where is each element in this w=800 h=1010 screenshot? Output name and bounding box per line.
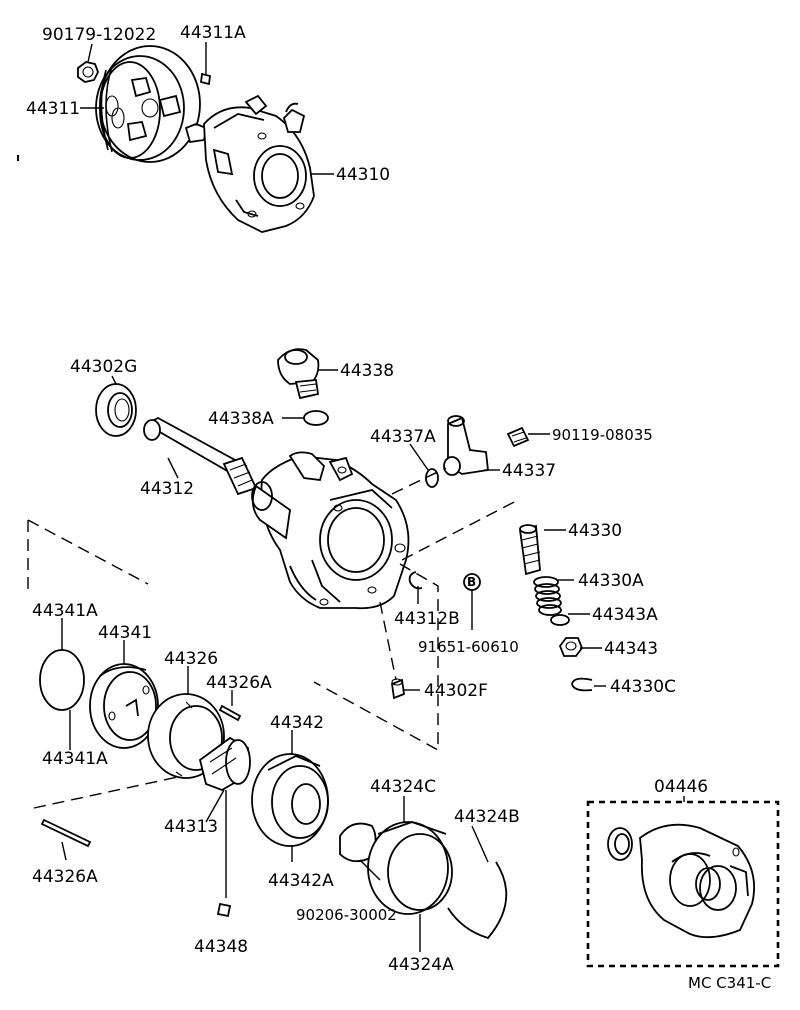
housing-assembly-drawing [95, 348, 606, 752]
callout-b-letter: B [467, 575, 476, 589]
small-o-ring-part [425, 468, 439, 488]
label-44341a-bottom: 44341A [42, 749, 108, 769]
label-44310: 44310 [336, 165, 390, 185]
flow-control-valve-part [518, 524, 541, 576]
plug-o-ring-part [550, 614, 570, 626]
repair-kit-box [586, 796, 780, 968]
label-90206-30002: 90206-30002 [296, 906, 397, 924]
clip-part [408, 571, 423, 590]
rotor-part [198, 736, 251, 791]
nut-part [77, 61, 99, 83]
o-ring-part [303, 410, 329, 426]
label-44338: 44338 [340, 361, 394, 381]
key-part [200, 72, 211, 86]
label-44343: 44343 [604, 639, 658, 659]
pulley-part [95, 45, 201, 163]
label-44348: 44348 [194, 937, 248, 957]
label-44326a-bottom: 44326A [32, 867, 98, 887]
label-44338a: 44338A [208, 409, 274, 429]
label-44337: 44337 [502, 461, 556, 481]
side-plate-part [89, 663, 159, 749]
label-44312: 44312 [140, 479, 194, 499]
pin-part [218, 704, 242, 722]
label-44324a: 44324A [388, 955, 454, 975]
label-44312b: 44312B [394, 609, 460, 629]
elbow-fitting-part [443, 415, 489, 476]
label-44302g: 44302G [70, 357, 137, 377]
label-44341a-top: 44341A [32, 601, 98, 621]
label-04446: 04446 [654, 777, 708, 797]
label-44324b: 44324B [454, 807, 520, 827]
label-44343a: 44343A [592, 605, 658, 625]
label-44326a-mid: 44326A [206, 673, 272, 693]
label-44311a: 44311A [180, 23, 246, 43]
label-44337a: 44337A [370, 427, 436, 447]
label-44341: 44341 [98, 623, 152, 643]
housing-part [251, 451, 410, 610]
retaining-ring-part [447, 861, 508, 940]
label-44302f: 44302F [424, 681, 488, 701]
rotor-group-drawing [27, 519, 508, 952]
pressure-plate-part [251, 753, 329, 847]
label-44330c: 44330C [610, 677, 676, 697]
pump-assembly-drawing [17, 42, 334, 233]
square-key-part [216, 902, 232, 918]
pump-body-part [184, 94, 315, 233]
snap-ring-part [571, 677, 593, 692]
part-number-labels: 90179-12022 44311A 44311 44310 44302G 44… [26, 23, 771, 992]
label-91651-60610: 91651-60610 [418, 638, 519, 656]
label-44330a: 44330A [578, 571, 644, 591]
label-44342: 44342 [270, 713, 324, 733]
long-pin-part [40, 818, 92, 848]
label-44330: 44330 [568, 521, 622, 541]
bolt-part [506, 426, 530, 448]
spring-part [533, 576, 562, 616]
figure-code: MC C341-C [688, 974, 771, 992]
small-bolt-part [391, 678, 405, 700]
cover-part [39, 649, 85, 711]
label-44324c: 44324C [370, 777, 436, 797]
end-cover-part [367, 821, 453, 915]
plug-part [558, 637, 584, 657]
union-fitting-part [277, 348, 320, 400]
label-44313: 44313 [164, 817, 218, 837]
shaft-part [143, 416, 258, 496]
label-90119-08035: 90119-08035 [552, 426, 653, 444]
label-90179-12022: 90179-12022 [42, 25, 156, 45]
label-44342a: 44342A [268, 871, 334, 891]
oil-seal-part [95, 383, 137, 437]
label-44311: 44311 [26, 99, 80, 119]
label-44326: 44326 [164, 649, 218, 669]
